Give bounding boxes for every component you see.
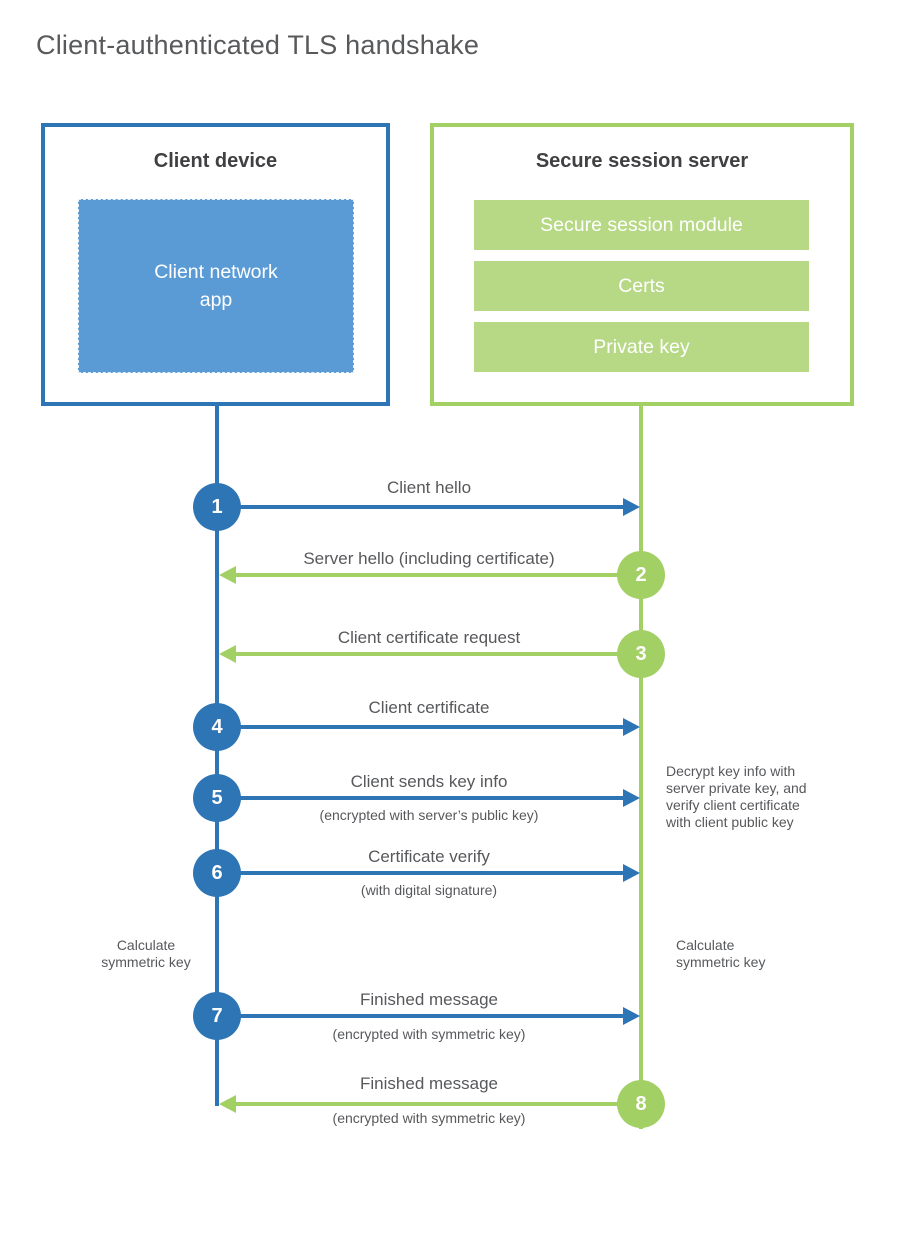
step-7-label: Finished message — [360, 990, 498, 1009]
step-2-arrowhead-left-icon — [219, 566, 236, 584]
note-calculate-symmetric-key-client: Calculate symmetric key — [101, 937, 191, 970]
step-4-circle: 4 — [193, 703, 241, 751]
step-2-label: Server hello (including certificate) — [303, 549, 555, 568]
step-5-label: Client sends key info — [350, 772, 508, 791]
step-6-arrowhead-right-icon — [623, 864, 640, 882]
server-title: Secure session server — [535, 150, 749, 172]
step-5-sublabel: (encrypted with server’s public key) — [319, 807, 539, 823]
step-number: 7 — [211, 1004, 223, 1027]
note-decrypt-key-info: Decrypt key info with server private key… — [666, 763, 807, 830]
step-2-circle: 2 — [617, 551, 665, 599]
step-7-circle: 7 — [193, 992, 241, 1040]
step-number: 3 — [635, 642, 647, 665]
server-module-certs: Certs — [474, 261, 809, 311]
note-calculate-symmetric-key-server: Calculate symmetric key — [676, 937, 766, 970]
step-6-sublabel: (with digital signature) — [360, 882, 498, 898]
step-8-arrow-shaft — [236, 1102, 641, 1106]
step-7-sublabel: (encrypted with symmetric key) — [332, 1026, 526, 1042]
step-2-arrow-shaft — [236, 573, 641, 577]
step-6-circle: 6 — [193, 849, 241, 897]
step-7-arrowhead-right-icon — [623, 1007, 640, 1025]
step-4-arrow-shaft — [217, 725, 624, 729]
step-8-circle: 8 — [617, 1080, 665, 1128]
step-8-sublabel: (encrypted with symmetric key) — [332, 1110, 526, 1126]
step-5-circle: 5 — [193, 774, 241, 822]
step-3-label: Client certificate request — [337, 628, 521, 647]
client-network-app-box: Client network app — [78, 199, 354, 373]
step-6-arrow-shaft — [217, 871, 624, 875]
client-device-box: Client device Client network app — [41, 123, 390, 406]
step-3-circle: 3 — [617, 630, 665, 678]
step-5-arrowhead-right-icon — [623, 789, 640, 807]
step-6-label: Certificate verify — [368, 847, 490, 866]
step-4-label: Client certificate — [368, 698, 490, 717]
step-3-arrowhead-left-icon — [219, 645, 236, 663]
step-number: 2 — [635, 563, 647, 586]
step-4-arrowhead-right-icon — [623, 718, 640, 736]
client-lifeline — [215, 404, 219, 1106]
step-number: 4 — [211, 715, 223, 738]
step-5-arrow-shaft — [217, 796, 624, 800]
page-title: Client-authenticated TLS handshake — [36, 30, 480, 60]
server-lifeline — [639, 404, 643, 1129]
client-device-title: Client device — [153, 150, 278, 172]
step-7-arrow-shaft — [217, 1014, 624, 1018]
step-number: 8 — [635, 1092, 647, 1115]
step-number: 5 — [211, 786, 223, 809]
server-module-label: Secure session module — [540, 213, 743, 236]
step-1-arrowhead-right-icon — [623, 498, 640, 516]
server-box: Secure session server Secure session mod… — [430, 123, 854, 406]
server-module-secure-session: Secure session module — [474, 200, 809, 250]
server-module-label: Private key — [593, 335, 690, 358]
step-3-arrow-shaft — [236, 652, 641, 656]
step-number: 1 — [211, 495, 223, 518]
step-8-label: Finished message — [360, 1074, 498, 1093]
step-1-arrow-shaft — [217, 505, 624, 509]
step-8-arrowhead-left-icon — [219, 1095, 236, 1113]
client-network-app-label: Client network app — [154, 260, 278, 311]
server-module-private-key: Private key — [474, 322, 809, 372]
step-1-label: Client hello — [386, 478, 472, 497]
step-1-circle: 1 — [193, 483, 241, 531]
server-module-label: Certs — [618, 274, 665, 297]
step-number: 6 — [211, 861, 223, 884]
